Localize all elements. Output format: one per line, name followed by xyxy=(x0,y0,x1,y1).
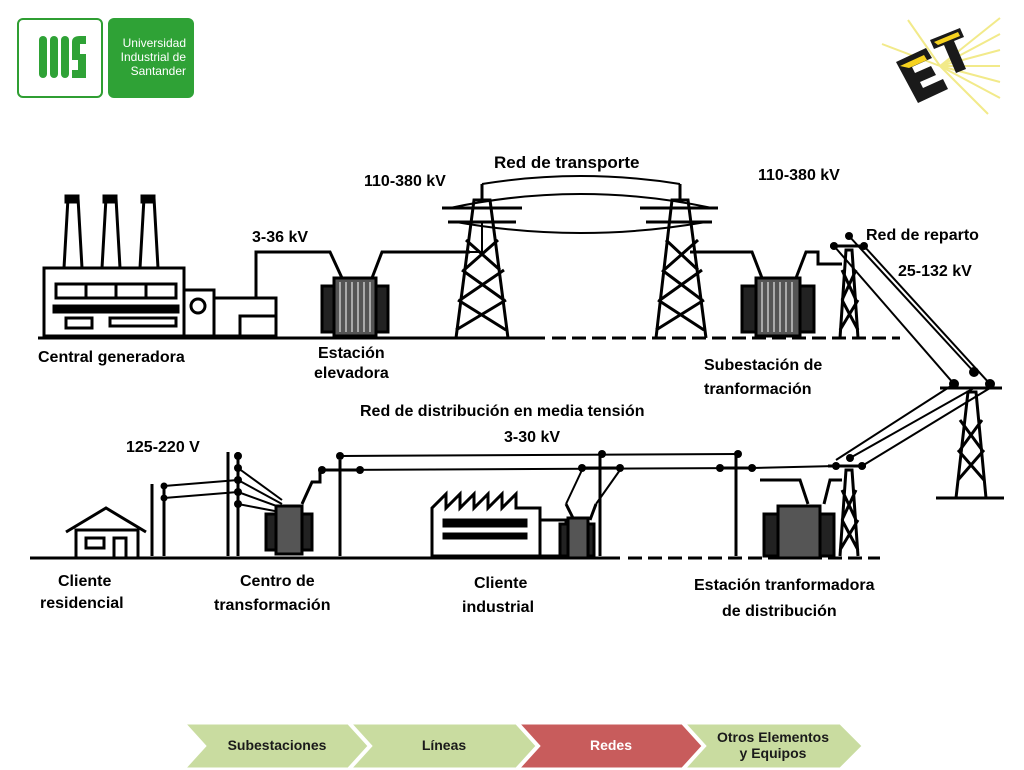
step-up-transformer-icon xyxy=(254,250,470,338)
label-central-generadora: Central generadora xyxy=(38,349,185,366)
label-cliente-industrial-1: Cliente xyxy=(474,575,527,592)
label-cliente-industrial-2: industrial xyxy=(462,599,534,616)
label-subestacion-1: Subestación de xyxy=(704,357,822,374)
label-red-distribucion: Red de distribución en media tensión xyxy=(360,403,644,420)
industrial-transformer-icon xyxy=(558,469,621,560)
label-voltage-transport-left: 110-380 kV xyxy=(364,173,446,190)
label-voltage-generation: 3-36 kV xyxy=(252,229,308,246)
power-plant-icon xyxy=(42,194,278,338)
label-red-transporte: Red de transporte xyxy=(494,153,639,172)
uis-logo-text: Universidad Industrial de Santander xyxy=(108,18,194,98)
repartition-pole-icon xyxy=(830,244,866,339)
label-centro-transformacion-2: transformación xyxy=(214,597,330,614)
label-estacion-distribucion-2: de distribución xyxy=(722,603,837,620)
label-estacion-elevadora-1: Estación xyxy=(318,345,385,362)
distribution-transformer-right-icon xyxy=(760,478,842,560)
logo-line-2: Industrial de xyxy=(120,50,186,64)
nav-tab-lineas[interactable]: Líneas xyxy=(421,737,467,753)
distribution-tower-right-icon xyxy=(838,468,860,557)
et-logo-icon xyxy=(878,14,1002,123)
logo-line-3: Santander xyxy=(130,64,186,78)
label-cliente-residencial-2: residencial xyxy=(40,595,124,612)
substation-transformer-icon xyxy=(690,250,842,338)
label-subestacion-2: tranformación xyxy=(704,381,812,398)
power-network-diagram: Red de transporte 110-380 kV 110-380 kV … xyxy=(30,153,1004,620)
logo-line-1: Universidad xyxy=(122,36,186,50)
nav-tab-redes[interactable]: Redes xyxy=(589,737,633,753)
label-centro-transformacion-1: Centro de xyxy=(240,573,315,590)
industrial-client-icon xyxy=(430,490,568,558)
nav-tab-otros-elementos[interactable]: Otros Elementos y Equipos xyxy=(716,729,830,761)
nav-tab-subestaciones[interactable]: Subestaciones xyxy=(227,737,327,753)
label-estacion-elevadora-2: elevadora xyxy=(314,365,389,382)
residential-client-icon xyxy=(65,484,166,560)
section-nav: Subestaciones Líneas Redes Otros Element… xyxy=(0,722,1024,770)
label-voltage-transport-right: 110-380 kV xyxy=(758,167,840,184)
label-estacion-distribucion-1: Estación tranformadora xyxy=(694,577,875,594)
label-red-reparto: Red de reparto xyxy=(866,227,979,244)
label-cliente-residencial-1: Cliente xyxy=(58,573,111,590)
uis-logo-icon xyxy=(17,18,103,98)
label-voltage-residencial: 125-220 V xyxy=(126,439,200,456)
label-voltage-reparto: 25-132 kV xyxy=(898,263,972,280)
label-voltage-distribucion: 3-30 kV xyxy=(504,429,560,446)
